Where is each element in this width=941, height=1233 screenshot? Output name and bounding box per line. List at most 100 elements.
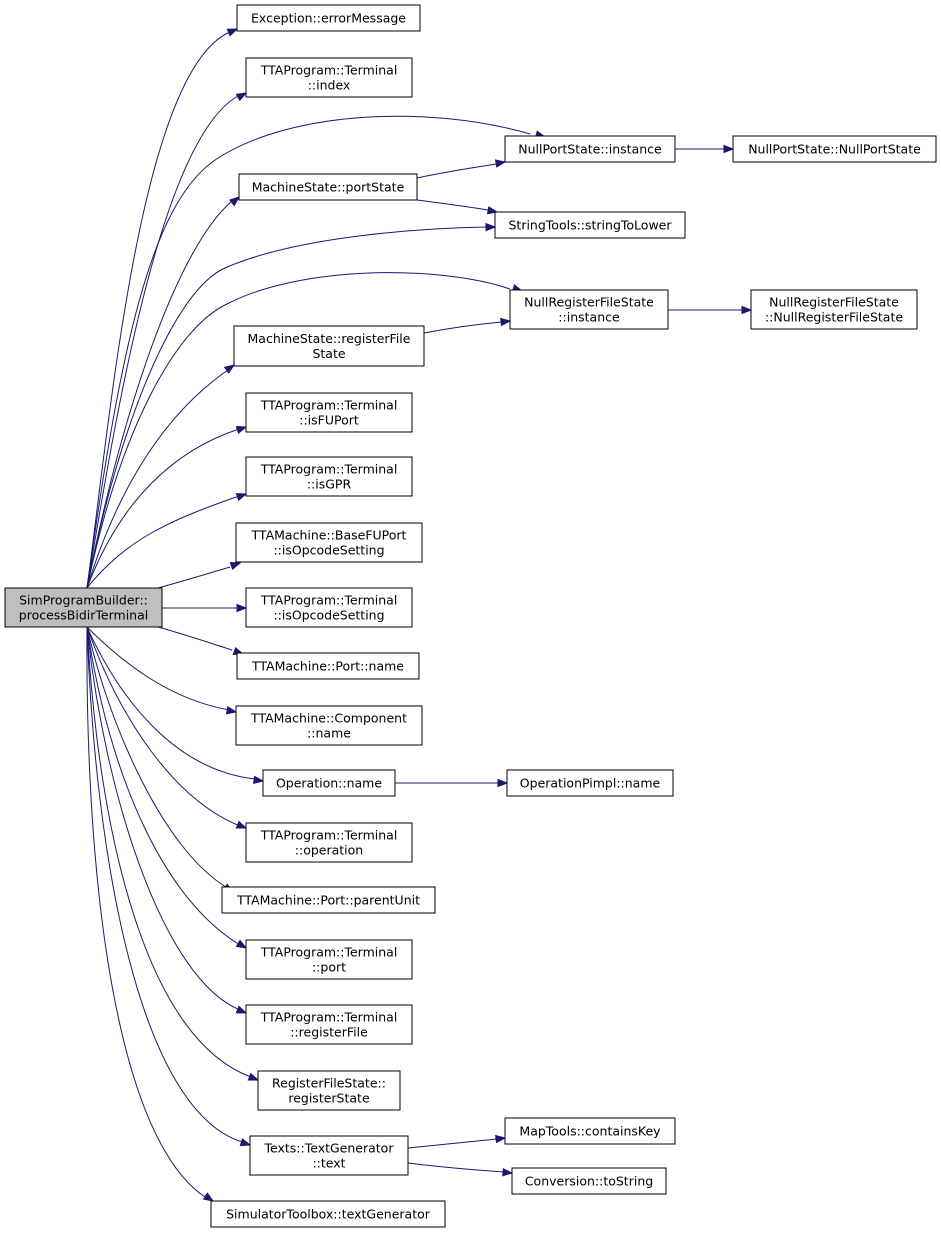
node-box (494, 211, 686, 239)
edge-root-to-stringtools_tolower (86, 226, 488, 589)
node-port-name[interactable]: TTAMachine::Port::name (236, 652, 420, 680)
node-box (235, 522, 423, 563)
node-label-line: ::isOpcodeSetting (273, 543, 384, 558)
edge-root-to-terminal_operation (86, 626, 241, 827)
edge-root-to-port_parentunit (86, 626, 227, 888)
node-operationpimpl-name[interactable]: OperationPimpl::name (506, 769, 674, 797)
node-component-name[interactable]: TTAMachine::Component::name (235, 705, 423, 746)
node-label-line: Conversion::toString (525, 1174, 653, 1189)
edge-root-to-port_name (157, 626, 233, 651)
node-label-line: ::NullRegisterFileState (765, 310, 903, 325)
edge-root-to-simulatortoolbox_textgenerator (86, 626, 206, 1198)
node-label-line: TTAMachine::Port::parentUnit (236, 893, 420, 908)
edge-root-to-operation_name (86, 626, 256, 780)
call-edges (86, 28, 753, 1202)
node-label-line: MachineState::portState (252, 180, 405, 195)
node-label-line: ::index (308, 78, 351, 93)
arrowhead-machinestate_portstate (228, 196, 241, 207)
node-label-line: OperationPimpl::name (520, 776, 661, 791)
node-label-line: registerState (288, 1091, 370, 1106)
node-box (245, 57, 413, 98)
node-box (509, 289, 669, 330)
arrowhead-terminal_index (235, 92, 248, 102)
node-label-line: TTAProgram::Terminal (260, 1010, 398, 1025)
edge-root-to-machinestate_portstate (86, 200, 233, 589)
arrowhead-terminal_isfuport (235, 425, 248, 434)
edge-root-to-terminal_isgpr (86, 495, 240, 589)
arrowhead-registerfilestate_registerstate (247, 1072, 260, 1081)
edge-machinestate_portstate-to-nullportstate_instance (416, 163, 498, 179)
arrowhead-operationpimpl_name (497, 778, 509, 788)
node-box (506, 769, 674, 797)
node-terminal-port[interactable]: TTAProgram::Terminal::port (245, 939, 413, 980)
node-box (257, 1070, 401, 1111)
node-box (245, 587, 413, 628)
arrowhead-exception_errormessage (226, 28, 239, 37)
node-label-line: TTAMachine::Port::name (251, 659, 404, 674)
node-box (262, 769, 396, 797)
edge-root-to-basefuport_isopcodesetting (157, 566, 231, 589)
node-box (210, 1200, 446, 1228)
node-terminal-isopcodesetting[interactable]: TTAProgram::Terminal::isOpcodeSetting (245, 587, 413, 628)
arrowhead-basefuport_isopcodesetting (229, 561, 242, 571)
node-conversion-tostring[interactable]: Conversion::toString (511, 1167, 667, 1195)
node-label-line: ::text (312, 1156, 345, 1171)
node-label-line: NullRegisterFileState (769, 295, 899, 310)
node-label-line: processBidirTerminal (19, 608, 148, 623)
node-machinestate-portstate[interactable]: MachineState::portState (238, 173, 418, 201)
arrowhead-conversion_tostring (502, 1168, 514, 1177)
node-label-line: TTAProgram::Terminal (260, 945, 398, 960)
node-box (750, 289, 918, 330)
node-terminal-registerfile[interactable]: TTAProgram::Terminal::registerFile (245, 1004, 413, 1045)
arrowhead-component_name (225, 706, 238, 715)
node-nullrf-ctor[interactable]: NullRegisterFileState::NullRegisterFileS… (750, 289, 918, 330)
node-label-line: ::port (312, 960, 346, 975)
edge-machinestate_portstate-to-stringtools_tolower (416, 199, 489, 211)
node-maptools-containskey[interactable]: MapTools::containsKey (504, 1117, 676, 1145)
node-box (504, 135, 676, 163)
node-textgenerator-text[interactable]: Texts::TextGenerator::text (249, 1135, 409, 1176)
node-label-line: TTAMachine::Component (250, 711, 407, 726)
node-label-line: ::registerFile (290, 1025, 368, 1040)
node-terminal-isfuport[interactable]: TTAProgram::Terminal::isFUPort (245, 392, 413, 433)
arrowhead-terminal_operation (235, 820, 248, 829)
node-stringtools-tolower[interactable]: StringTools::stringToLower (494, 211, 686, 239)
node-label-line: RegisterFileState:: (272, 1076, 386, 1091)
node-box (235, 705, 423, 746)
node-registerfilestate-registerstate[interactable]: RegisterFileState::registerState (257, 1070, 401, 1111)
node-terminal-operation[interactable]: TTAProgram::Terminal::operation (245, 822, 413, 863)
node-nullportstate-instance[interactable]: NullPortState::instance (504, 135, 676, 163)
node-label-line: TTAProgram::Terminal (260, 462, 398, 477)
node-basefuport-isopcodesetting[interactable]: TTAMachine::BaseFUPort::isOpcodeSetting (235, 522, 423, 563)
node-exception-errormessage[interactable]: Exception::errorMessage (236, 4, 421, 32)
node-label-line: ::instance (558, 310, 620, 325)
arrowhead-textgenerator_text (239, 1138, 252, 1147)
edge-textgenerator_text-to-conversion_tostring (407, 1162, 505, 1173)
edge-root-to-exception_errormessage (86, 31, 231, 589)
node-port-parentunit[interactable]: TTAMachine::Port::parentUnit (221, 886, 436, 914)
node-terminal-isgpr[interactable]: TTAProgram::Terminal::isGPR (245, 456, 413, 497)
edge-root-to-nullportstate_instance (86, 115, 531, 589)
node-label-line: SimulatorToolbox::textGenerator (226, 1207, 431, 1222)
arrowhead-simulatortoolbox_textgenerator (202, 1192, 215, 1202)
node-box (236, 4, 421, 32)
node-box (238, 173, 418, 201)
node-label-line: ::isGPR (307, 477, 352, 492)
node-simulatortoolbox-textgenerator[interactable]: SimulatorToolbox::textGenerator (210, 1200, 446, 1228)
node-label-line: NullRegisterFileState (524, 295, 654, 310)
node-root[interactable]: SimProgramBuilder::processBidirTerminal (4, 587, 163, 628)
node-label-line: ::isFUPort (299, 413, 359, 428)
node-box (236, 652, 420, 680)
node-nullportstate-ctor[interactable]: NullPortState::NullPortState (732, 135, 937, 163)
edge-root-to-terminal_isfuport (86, 428, 240, 589)
node-label-line: TTAProgram::Terminal (260, 593, 398, 608)
node-nullrf-instance[interactable]: NullRegisterFileState::instance (509, 289, 669, 330)
arrowhead-nullportstate_ctor (723, 144, 735, 154)
node-box (221, 886, 436, 914)
node-terminal-index[interactable]: TTAProgram::Terminal::index (245, 57, 413, 98)
arrowhead-operation_name (253, 775, 265, 785)
node-label-line: TTAProgram::Terminal (260, 63, 398, 78)
node-operation-name[interactable]: Operation::name (262, 769, 396, 797)
node-label-line: StringTools::stringToLower (508, 218, 672, 233)
